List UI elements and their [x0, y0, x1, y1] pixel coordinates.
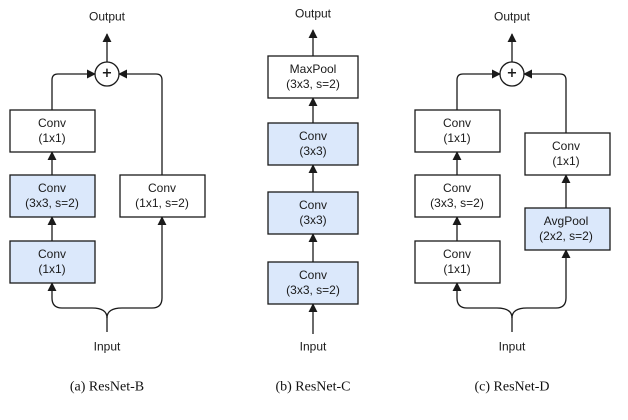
- panel-b-box-maxpool: [267, 55, 359, 99]
- panel-a-node-conv-1x1-top: Conv (1x1): [37, 116, 67, 145]
- panel-c-node-avgpool: AvgPool (2x2, s=2): [539, 214, 593, 243]
- panel-a-edge-input-to-main: [47, 282, 108, 319]
- panel-b-node-maxpool: MaxPool (3x3, s=2): [286, 62, 340, 91]
- panel-b-box-conv-3x3-s2: [267, 261, 359, 305]
- panel-b-box-conv-3x3-a: [267, 122, 359, 166]
- panel-c-plus-icon: +: [506, 65, 518, 81]
- panel-c-box-conv-3x3-s2: [414, 174, 501, 218]
- panel-c-merge-node: [499, 61, 525, 87]
- edges-layer: [47, 29, 571, 334]
- panel-c-output-label: Output: [493, 9, 531, 24]
- panel-c-caption: (c) ResNet-D: [474, 379, 550, 395]
- panel-a-plus-icon: +: [101, 65, 113, 81]
- panel-a-box-shortcut-conv: [119, 174, 206, 218]
- panel-c-node-conv-3x3-s2: Conv (3x3, s=2): [430, 181, 484, 210]
- panel-a-edge-input-to-shortcut: [106, 216, 167, 319]
- panel-c-node-conv-1x1-bottom: Conv (1x1): [442, 247, 472, 276]
- panel-c-edge-main-to-merge: [456, 69, 501, 110]
- panel-a-node-conv-3x3-s2: Conv (3x3, s=2): [25, 181, 79, 210]
- panel-c-box-conv-1x1-top: [414, 109, 501, 153]
- panel-b-output-label: Output: [294, 6, 332, 21]
- panel-a-merge-node: [94, 61, 120, 87]
- panel-a-edge-main-to-merge: [51, 69, 96, 110]
- panel-b-input-label: Input: [299, 339, 327, 354]
- panel-b-box-conv-3x3-b: [267, 191, 359, 235]
- panel-a-output-label: Output: [88, 9, 126, 24]
- panel-c-box-shortcut-conv: [524, 132, 611, 176]
- panel-c-node-shortcut-conv: Conv (1x1): [551, 139, 581, 168]
- panel-b-node-conv-3x3-a: Conv (3x3): [298, 129, 328, 158]
- panel-a-box-conv-1x1-top: [9, 109, 96, 153]
- panel-c-edge-input-to-main: [452, 282, 513, 319]
- panel-b-caption: (b) ResNet-C: [275, 379, 351, 395]
- panel-c-edge-shortcut-to-merge: [523, 69, 567, 133]
- panel-a-edge-shortcut-to-merge: [118, 69, 163, 175]
- panel-b-node-conv-3x3-b: Conv (3x3): [298, 198, 328, 227]
- panel-a-box-conv-1x1-bottom: [9, 240, 96, 284]
- panel-b-node-conv-3x3-s2: Conv (3x3, s=2): [286, 268, 340, 297]
- nodes-layer: [9, 55, 611, 305]
- panel-c-node-conv-1x1-top: Conv (1x1): [442, 116, 472, 145]
- panel-a-caption: (a) ResNet-B: [69, 379, 145, 395]
- panel-c-input-label: Input: [498, 339, 526, 354]
- panel-c-box-avgpool: [524, 207, 611, 251]
- panel-a-node-shortcut-conv: Conv (1x1, s=2): [135, 181, 189, 210]
- panel-c-edge-input-to-shortcut: [511, 249, 571, 319]
- panel-a-input-label: Input: [93, 339, 121, 354]
- panel-c-box-conv-1x1-bottom: [414, 240, 501, 284]
- panel-a-node-conv-1x1-bottom: Conv (1x1): [37, 247, 67, 276]
- panel-a-box-conv-3x3-s2: [9, 174, 96, 218]
